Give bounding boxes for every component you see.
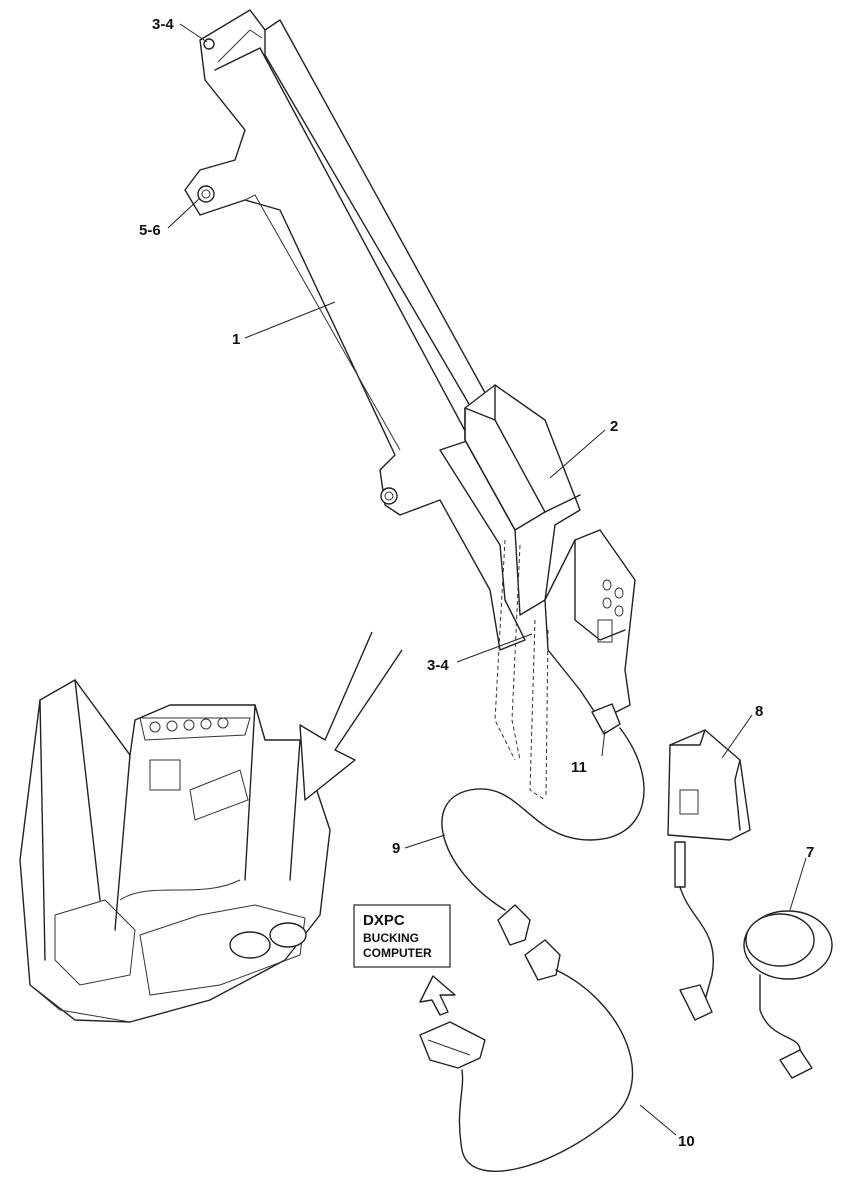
cable-part-9 <box>441 727 645 946</box>
callout-1: 1 <box>232 331 240 348</box>
cab-drawing <box>19 679 331 1023</box>
callout-10: 10 <box>678 1133 695 1150</box>
bracket-part-1 <box>184 9 526 651</box>
dxpc-label-box: DXPC BUCKING COMPUTER <box>353 904 451 968</box>
cab-rollers <box>229 922 307 959</box>
round-sensor-part-7 <box>743 910 833 1079</box>
callout-2: 2 <box>610 418 618 435</box>
computer-pointer-arrow <box>419 975 456 1016</box>
callout-5-6: 5-6 <box>139 222 161 239</box>
dxpc-label-line2: BUCKING <box>363 931 419 945</box>
callout-8: 8 <box>755 703 763 720</box>
dxpc-label-line3: COMPUTER <box>363 946 432 960</box>
callout-3-4-mid: 3-4 <box>427 657 449 674</box>
bolt-5-6 <box>197 185 215 203</box>
callout-9: 9 <box>392 840 400 857</box>
callout-3-4-top: 3-4 <box>152 16 174 33</box>
cab-lights <box>149 717 229 733</box>
callout-labels: 3-4 5-6 1 2 3-4 8 11 7 9 10 <box>139 16 814 1150</box>
dxpc-label-line1: DXPC <box>363 912 405 929</box>
leader-lines <box>167 23 807 1136</box>
remote-box-part-8 <box>667 729 751 1021</box>
display-box-part-11 <box>544 529 636 735</box>
hidden-lines <box>494 539 549 801</box>
cable-part-10 <box>419 939 634 1172</box>
sleeve-part-2 <box>464 384 581 616</box>
callout-11: 11 <box>571 759 587 776</box>
cab-pointer-arrow <box>299 631 403 801</box>
bolt-lower <box>380 487 398 505</box>
callout-7: 7 <box>806 844 814 861</box>
